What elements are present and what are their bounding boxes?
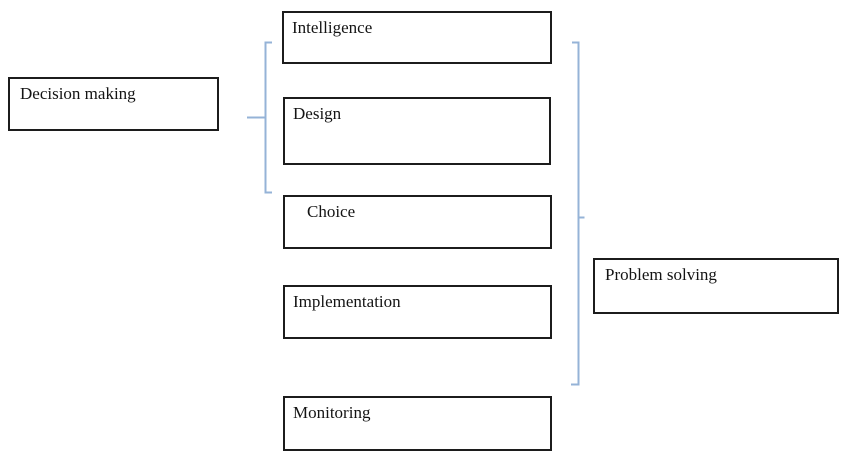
box-monitoring: Monitoring — [283, 396, 552, 451]
box-monitoring-label: Monitoring — [293, 403, 371, 422]
box-design-label: Design — [293, 104, 342, 123]
decision-making-bracket — [247, 41, 272, 194]
box-problem-solving: Problem solving — [593, 258, 839, 314]
box-choice: Choice — [283, 195, 552, 249]
box-implementation-label: Implementation — [293, 292, 401, 311]
problem-solving-bracket — [571, 41, 585, 386]
box-implementation: Implementation — [283, 285, 552, 339]
box-decision-making: Decision making — [8, 77, 219, 131]
box-intelligence: Intelligence — [282, 11, 552, 64]
box-design: Design — [283, 97, 551, 165]
box-choice-label: Choice — [307, 202, 356, 221]
box-intelligence-label: Intelligence — [292, 18, 373, 37]
box-problem-solving-label: Problem solving — [605, 265, 717, 284]
box-decision-making-label: Decision making — [20, 84, 136, 103]
